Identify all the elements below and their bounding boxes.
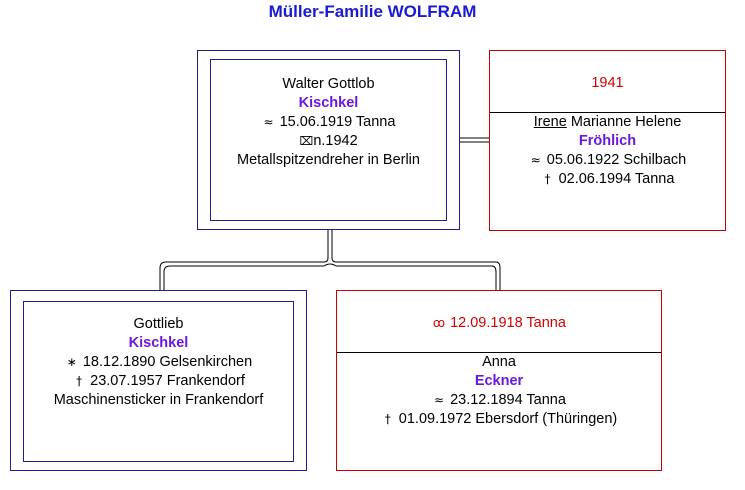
fallen-icon: ⌧ <box>299 134 314 148</box>
person-death: † 02.06.1994 Tanna <box>490 170 725 189</box>
divider-line <box>490 112 725 113</box>
marriage-rings-icon: ꝏ <box>432 316 446 330</box>
person-given-name: Walter Gottlob <box>282 76 375 92</box>
death-cross-icon: † <box>76 374 83 388</box>
person-birth: ≈ 05.06.1922 Schilbach <box>530 152 687 168</box>
death-cross-icon: † <box>384 412 391 426</box>
person-birth: ≈ 15.06.1919 Tanna <box>263 114 396 130</box>
person-details-gottlieb: Gottlieb Kischkel ∗ 18.12.1890 Gelsenkir… <box>11 315 306 410</box>
birth-star-icon: ∗ <box>66 355 77 369</box>
divider-line <box>337 352 661 353</box>
person-details-irene: Irene Marianne Helene Fröhlich ≈ 05.06.1… <box>490 113 725 189</box>
person-given-name: Anna <box>482 354 516 370</box>
person-given-name: Gottlieb <box>133 316 184 332</box>
person-details-anna: Anna Eckner ≈ 23.12.1894 Tanna † 01.09.1… <box>337 353 661 429</box>
person-box-walter[interactable]: Walter Gottlob Kischkel ≈ 15.06.1919 Tan… <box>197 50 460 230</box>
person-box-gottlieb[interactable]: Gottlieb Kischkel ∗ 18.12.1890 Gelsenkir… <box>10 290 307 471</box>
person-occupation: Maschinensticker in Frankendorf <box>53 392 264 408</box>
person-death: † 23.07.1957 Frankendorf <box>11 372 306 391</box>
baptism-icon: ≈ <box>263 115 274 129</box>
person-box-walter-inner-frame <box>210 59 447 221</box>
person-birth: ≈ 23.12.1894 Tanna <box>434 392 566 408</box>
person-surname: Kischkel <box>298 95 359 111</box>
person-death: † 01.09.1972 Ebersdorf (Thüringen) <box>337 410 661 429</box>
person-details-walter: Walter Gottlob Kischkel ≈ 15.06.1919 Tan… <box>198 75 459 170</box>
person-box-gottlieb-inner-frame <box>23 301 294 462</box>
person-occupation: Metallspitzendreher in Berlin <box>237 152 420 168</box>
chart-title: Müller-Familie WOLFRAM <box>268 2 477 21</box>
person-box-irene[interactable]: 1941 Irene Marianne Helene Fröhlich ≈ 05… <box>489 50 726 231</box>
person-surname: Fröhlich <box>578 133 637 149</box>
person-surname: Eckner <box>474 373 524 389</box>
baptism-icon: ≈ <box>530 153 541 167</box>
person-death: ⌧n.1942 <box>299 133 358 149</box>
person-birth: ∗ 18.12.1890 Gelsenkirchen <box>66 354 253 370</box>
person-box-anna[interactable]: ꝏ 12.09.1918 Tanna Anna Eckner ≈ 23.12.1… <box>336 290 662 471</box>
marriage-date: ꝏ 12.09.1918 Tanna <box>432 315 566 331</box>
baptism-icon: ≈ <box>434 393 445 407</box>
marriage-date: 1941 <box>591 75 624 91</box>
person-given-name: Irene Marianne Helene <box>533 114 682 130</box>
death-cross-icon: † <box>544 172 551 186</box>
person-surname: Kischkel <box>128 335 189 351</box>
